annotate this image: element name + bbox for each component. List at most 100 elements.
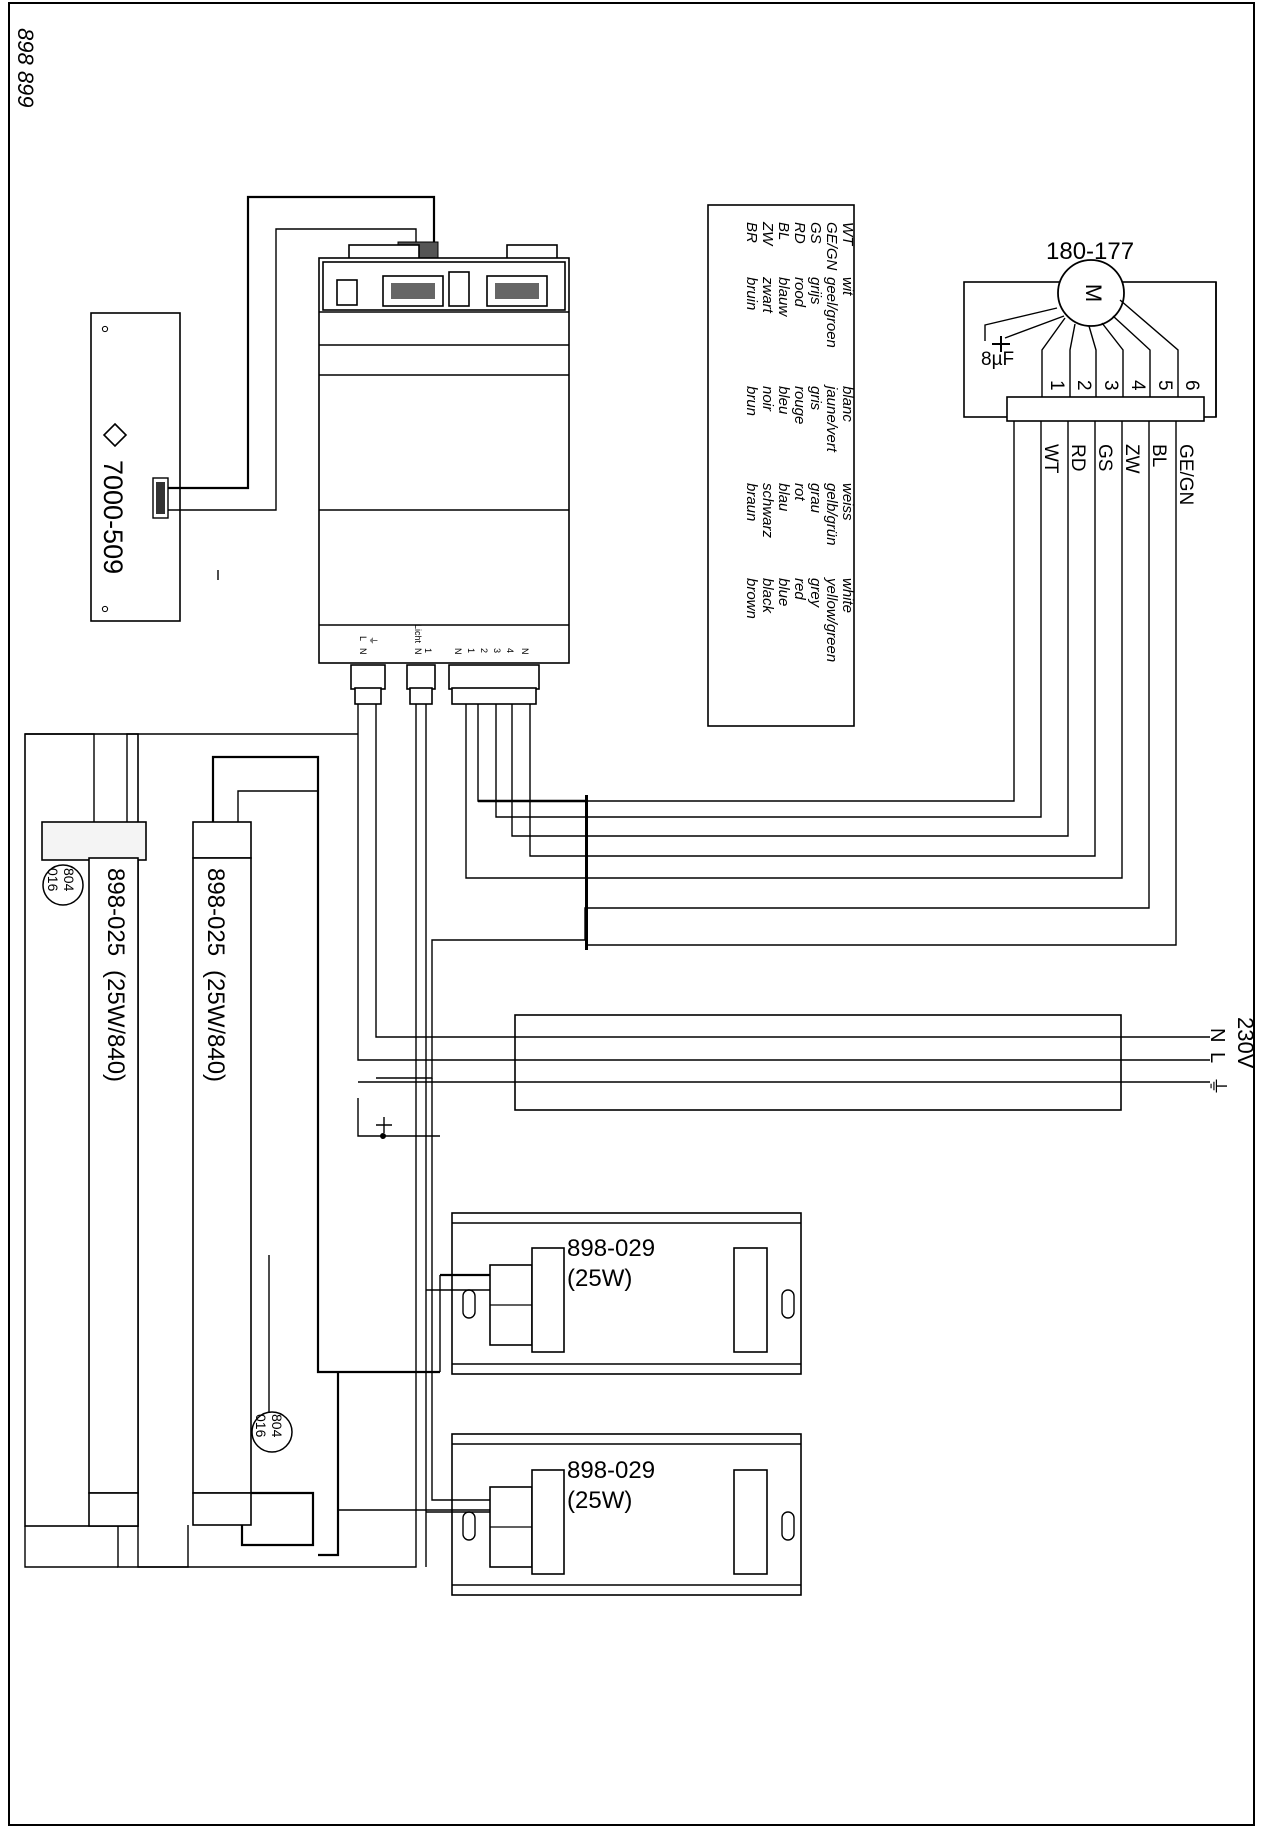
motor-lead-6 — [1119, 299, 1179, 401]
terminal-L: L — [358, 636, 368, 641]
terminal-motor-1: 1 — [466, 648, 476, 653]
motor-cable-sheath — [585, 795, 588, 950]
ballast-upper-terminal — [531, 1247, 565, 1353]
legend-nl-4: blauw — [775, 277, 792, 317]
lamp-return-wire — [318, 1372, 340, 1557]
lamp-light-return — [137, 704, 417, 1568]
diamond-icon — [102, 422, 128, 448]
motor-wire-WT: WT — [1040, 444, 1061, 474]
motor-lead-5 — [1112, 315, 1151, 401]
legend-en-6: brown — [743, 578, 760, 619]
motor-terminal-6: 6 — [1181, 380, 1202, 391]
terminal-N: N — [358, 648, 368, 655]
ballast-upper-rating: (25W) — [567, 1265, 632, 1292]
lamp-left-end-cap — [41, 821, 147, 861]
lamp-holder-icon — [42, 864, 84, 906]
board-mount-hole-icon — [101, 605, 109, 613]
legend-nl-2: grijs — [807, 277, 824, 305]
lamp-right-wire-1 — [211, 755, 440, 1374]
lamp-left-wire-feed — [126, 733, 358, 822]
terminal-block-supply — [350, 664, 386, 690]
terminal-motor-N2: N — [520, 648, 530, 655]
control-module: L N ⏚ Licht N 1 N 1 2 3 4 N — [318, 244, 570, 705]
ballast-lower: 898-029 (25W) — [451, 1433, 802, 1596]
lamp-right-end-cap — [192, 821, 252, 859]
legend-fr-0: blanc — [839, 386, 856, 422]
lamp-left-tube — [88, 857, 139, 1494]
motor-wire-RD: RD — [1067, 444, 1088, 471]
control-board-label: 7000-509 — [98, 460, 128, 574]
ballast-upper-terminal-right — [733, 1247, 768, 1353]
terminal-plug — [354, 687, 382, 705]
control-board-outline — [90, 312, 181, 622]
legend-de-3: rot — [791, 483, 808, 501]
legend-nl-5: zwart — [759, 276, 776, 314]
legend-codes-3: RD — [791, 222, 808, 244]
legend-de-0: weiss — [839, 483, 856, 521]
control-board-7000-509: 7000-509 — [90, 312, 219, 622]
lamp-right-wire-2 — [237, 790, 317, 822]
color-legend: WTGE/GNGSRDBLZWBRwitgeel/groengrijsroodb… — [707, 204, 856, 727]
page-frame — [8, 2, 1255, 1826]
ballast-lower-rating: (25W) — [567, 1487, 632, 1514]
legend-codes-2: GS — [807, 222, 824, 244]
motor-wire-run-5 — [465, 421, 1123, 879]
motor-icon — [1057, 259, 1125, 327]
motor-wire-run-earth — [585, 421, 1177, 946]
motor-wire-ZW: ZW — [1121, 444, 1142, 474]
legend-fr-6: brun — [743, 386, 760, 416]
legend-en-5: black — [759, 578, 776, 615]
module-housing — [318, 257, 570, 664]
lamp-wiring — [24, 704, 440, 1568]
ballast-lower-terminal-right — [733, 1469, 768, 1575]
ballast-lower-terminal — [531, 1469, 565, 1575]
capacitor-lead — [984, 307, 1058, 341]
motor-wire-GE-GN: GE/GN — [1175, 444, 1196, 505]
legend-en-1: yellow/green — [823, 577, 840, 662]
motor-wire-run-1 — [477, 421, 1015, 802]
legend-codes-4: BL — [775, 222, 792, 240]
legend-en-4: blue — [775, 578, 792, 606]
legend-nl-3: rood — [791, 277, 808, 308]
motor-lead-2 — [1069, 323, 1076, 401]
legend-codes-5: ZW — [759, 221, 776, 247]
terminal-licht-label: Licht — [413, 624, 423, 644]
lamp-left-part: 898-025 — [102, 868, 129, 956]
earth-junction-icon — [380, 1133, 386, 1139]
legend-nl-6: bruin — [743, 277, 760, 310]
terminal-block-motor — [448, 664, 540, 690]
legend-codes-6: BR — [743, 222, 760, 243]
motor-lead-4 — [1101, 322, 1124, 401]
motor-wire-run-4 — [529, 421, 1096, 857]
legend-nl-0: wit — [839, 277, 856, 296]
color-legend-box — [707, 204, 855, 727]
terminal-motor-4: 4 — [505, 648, 515, 653]
board-mount-hole-icon — [101, 325, 109, 333]
legend-de-6: braun — [743, 483, 760, 521]
lamp-holder-code-top: 804 — [61, 868, 77, 892]
supply-earth-label: ⏚ — [1206, 1076, 1228, 1096]
terminal-plug — [409, 687, 433, 705]
motor-terminal-5: 5 — [1154, 380, 1175, 391]
motor-terminal-strip — [1006, 396, 1205, 422]
module-latch — [448, 271, 470, 307]
lamp-holder-code-bottom: 016 — [253, 1414, 269, 1438]
terminal-motor-N: N — [453, 648, 463, 655]
legend-fr-1: jaune/vert — [823, 384, 840, 453]
lamp-left-bottom-frame — [24, 1526, 118, 1568]
legend-de-4: blau — [775, 483, 792, 512]
ballast-upper-part: 898-029 — [567, 1235, 655, 1262]
legend-de-2: grau — [807, 483, 824, 514]
motor-cable — [376, 421, 1177, 1079]
lamp-holder-icon — [251, 1411, 293, 1453]
lamp-left-tube-end — [88, 1492, 139, 1527]
legend-codes-1: GE/GN — [823, 222, 840, 271]
motor-lead-3 — [1088, 325, 1097, 401]
terminal-motor-2: 2 — [479, 648, 489, 653]
motor-wire-BL: BL — [1148, 444, 1169, 467]
ballast-mount-slot-icon — [781, 1289, 795, 1319]
module-small-socket — [336, 279, 358, 306]
legend-nl-1: geel/groen — [823, 277, 840, 348]
legend-fr-3: rouge — [791, 386, 808, 424]
terminal-motor-3: 3 — [492, 648, 502, 653]
